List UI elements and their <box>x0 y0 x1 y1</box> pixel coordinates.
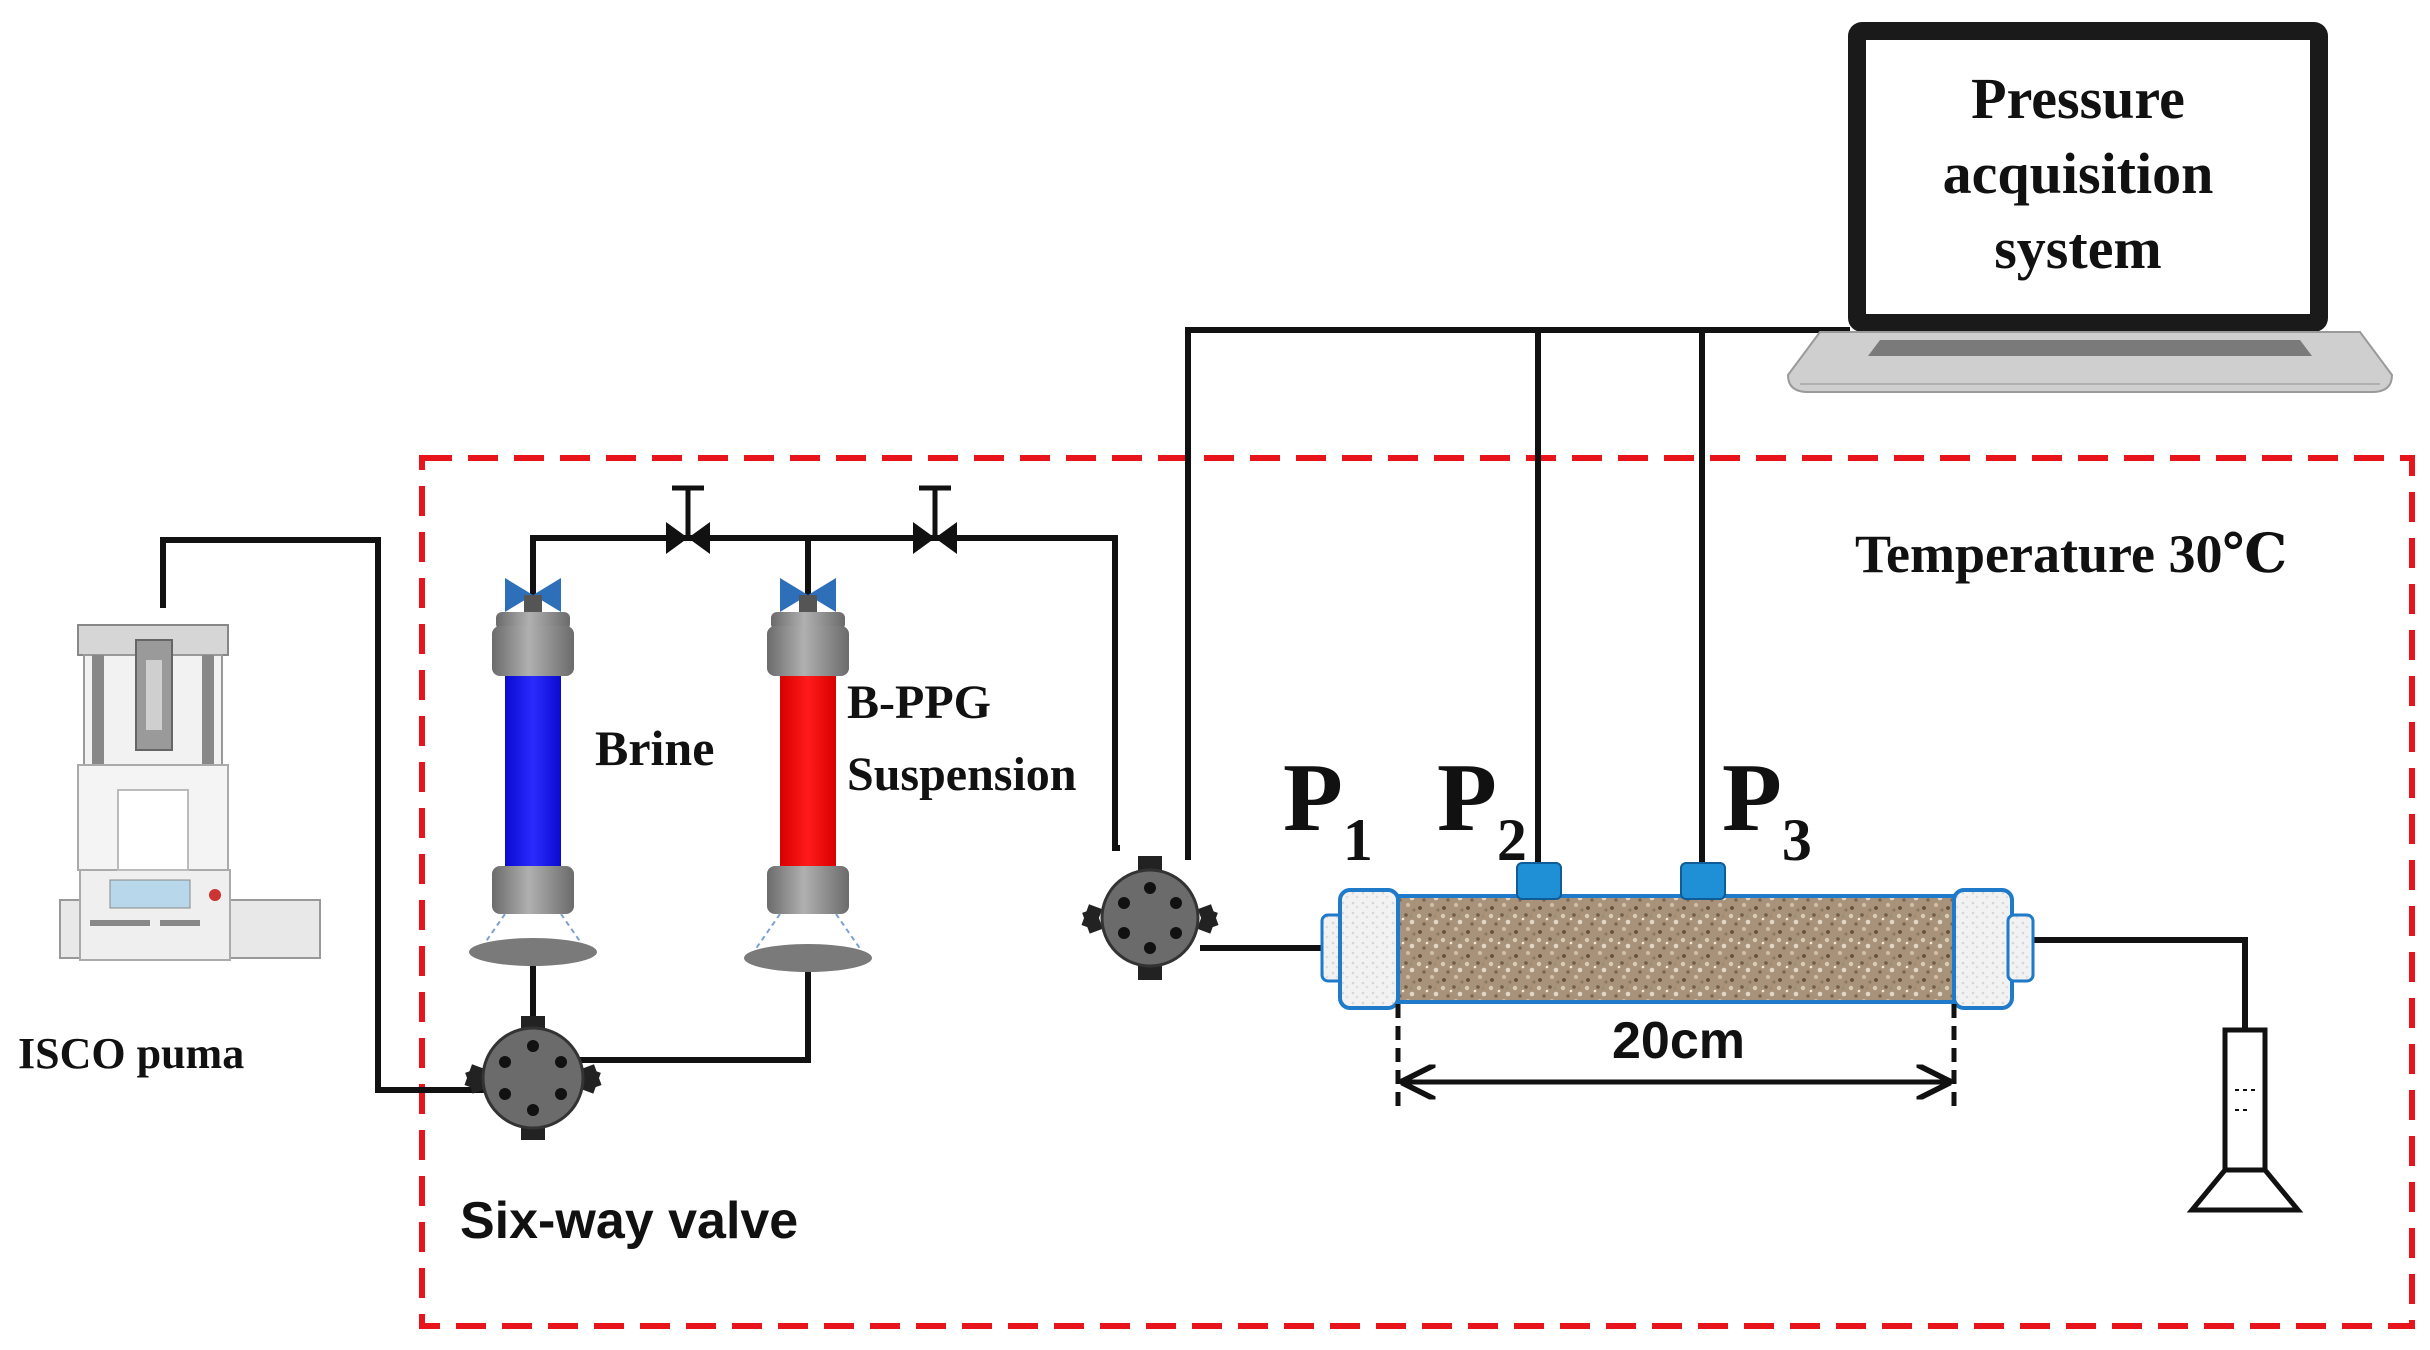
needle-valve-icon[interactable] <box>913 485 957 554</box>
six-way-valve-icon[interactable] <box>1081 856 1219 980</box>
brine-cylinder <box>469 578 597 966</box>
computer-label-line3: system <box>1994 216 2162 281</box>
bppg-label-line2: Suspension <box>847 748 1076 801</box>
temperature-enclosure <box>419 455 2415 1329</box>
pressure-label-p1: P1 <box>1283 744 1373 873</box>
length-dimension <box>1395 1004 1957 1110</box>
needle-valve-icon[interactable] <box>666 485 710 554</box>
pump-label: ISCO puma <box>18 1029 244 1078</box>
pressure-label-p3: P3 <box>1722 744 1812 873</box>
pressure-port-p2 <box>1516 862 1562 900</box>
core-holder-icon <box>1320 862 2035 1010</box>
pressure-label-p2: P2 <box>1437 744 1527 873</box>
length-label: 20cm <box>1612 1012 1745 1070</box>
bppg-cylinder <box>744 578 872 972</box>
graduated-cylinder-icon <box>2186 1027 2304 1213</box>
temperature-label: Temperature 30℃ <box>1855 524 2287 584</box>
tubing <box>160 327 2248 1093</box>
pressure-port-p3 <box>1680 862 1726 900</box>
bppg-label-line1: B-PPG <box>847 676 991 729</box>
pump-icon <box>59 624 321 961</box>
six-way-valve-label: Six-way valve <box>460 1192 798 1250</box>
computer-label-line1: Pressure <box>1971 66 2185 131</box>
laptop-icon <box>1786 22 2394 393</box>
six-way-valve-icon[interactable] <box>464 1016 602 1140</box>
computer-label-line2: acquisition <box>1943 141 2214 206</box>
brine-label: Brine <box>595 720 714 776</box>
